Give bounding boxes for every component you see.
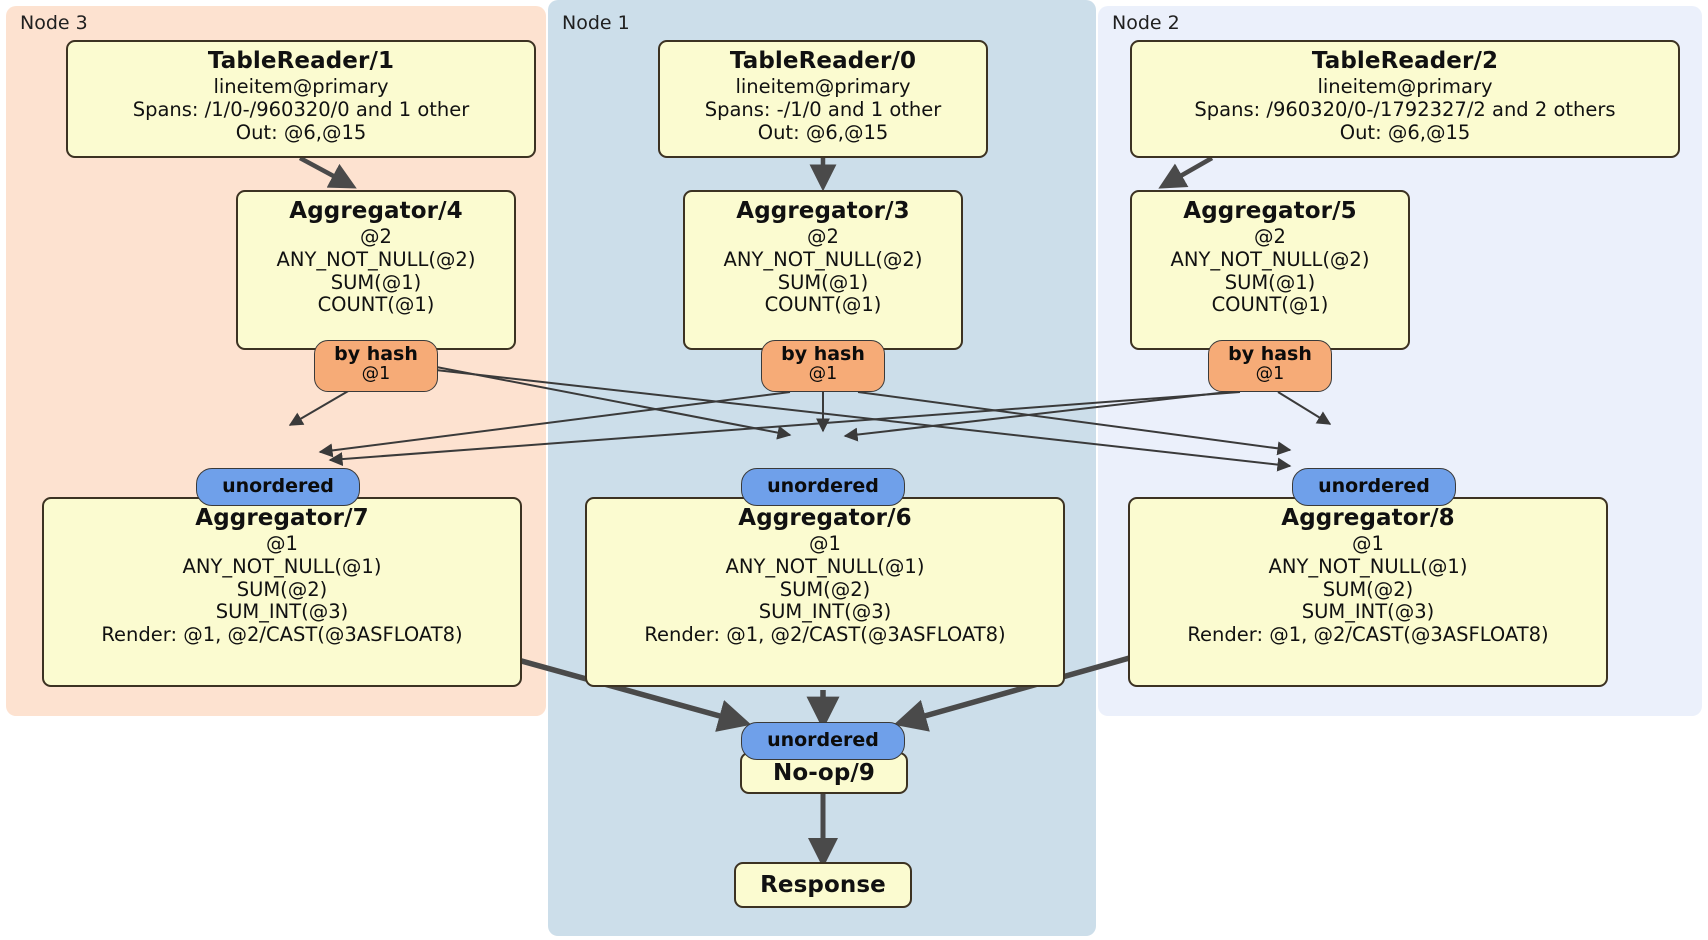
processor-detail: SUM(@1): [330, 270, 422, 294]
synchronizer-title: unordered: [767, 475, 879, 498]
synchronizer-unordered-right[interactable]: unordered: [1292, 468, 1456, 506]
processor-detail: ANY_NOT_NULL(@1): [725, 554, 925, 578]
processor-detail: Out: @6,@15: [235, 120, 367, 144]
processor-detail: ANY_NOT_NULL(@2): [723, 247, 923, 271]
processor-detail: ANY_NOT_NULL(@2): [1170, 247, 1370, 271]
processor-detail: @2: [360, 224, 392, 248]
processor-title: Aggregator/8: [1281, 505, 1455, 531]
processor-detail: @1: [1352, 531, 1384, 555]
router-title: by hash: [334, 343, 418, 365]
processor-detail: Render: @1, @2/CAST(@3ASFLOAT8): [1187, 623, 1549, 647]
processor-title: Aggregator/5: [1183, 198, 1357, 224]
router-by-hash-left[interactable]: by hash @1: [314, 340, 438, 392]
processor-detail: COUNT(@1): [764, 293, 882, 317]
processor-detail: SUM_INT(@3): [215, 600, 349, 624]
processor-tablereader-2[interactable]: TableReader/2 lineitem@primary Spans: /9…: [1130, 40, 1680, 158]
processor-detail: Spans: /960320/0-/1792327/2 and 2 others: [1194, 97, 1616, 121]
processor-aggregator-8[interactable]: Aggregator/8 @1 ANY_NOT_NULL(@1) SUM(@2)…: [1128, 497, 1608, 687]
processor-title: Aggregator/6: [738, 505, 912, 531]
synchronizer-unordered-center[interactable]: unordered: [741, 468, 905, 506]
router-title: by hash: [781, 343, 865, 365]
router-columns: @1: [1255, 363, 1285, 384]
processor-detail: ANY_NOT_NULL(@2): [276, 247, 476, 271]
processor-detail: @1: [809, 531, 841, 555]
processor-detail: lineitem@primary: [1317, 74, 1493, 98]
processor-detail: lineitem@primary: [213, 74, 389, 98]
processor-response[interactable]: Response: [734, 862, 912, 908]
processor-detail: Spans: -/1/0 and 1 other: [704, 97, 942, 121]
processor-aggregator-7[interactable]: Aggregator/7 @1 ANY_NOT_NULL(@1) SUM(@2)…: [42, 497, 522, 687]
router-columns: @1: [808, 363, 838, 384]
processor-detail: COUNT(@1): [317, 293, 435, 317]
processor-detail: SUM_INT(@3): [1301, 600, 1435, 624]
router-title: by hash: [1228, 343, 1312, 365]
processor-detail: Render: @1, @2/CAST(@3ASFLOAT8): [101, 623, 463, 647]
node-label-node2: Node 2: [1112, 12, 1180, 34]
processor-title: No-op/9: [773, 759, 875, 786]
processor-detail: ANY_NOT_NULL(@1): [182, 554, 382, 578]
node-label-node1: Node 1: [562, 12, 630, 34]
processor-title: Aggregator/7: [195, 505, 369, 531]
processor-detail: ANY_NOT_NULL(@1): [1268, 554, 1468, 578]
processor-detail: SUM(@2): [236, 577, 328, 601]
processor-title: TableReader/1: [207, 48, 395, 74]
synchronizer-unordered-final[interactable]: unordered: [741, 722, 905, 760]
processor-detail: Out: @6,@15: [757, 120, 889, 144]
processor-detail: Render: @1, @2/CAST(@3ASFLOAT8): [644, 623, 1006, 647]
processor-title: Aggregator/4: [289, 198, 463, 224]
router-by-hash-center[interactable]: by hash @1: [761, 340, 885, 392]
processor-detail: SUM(@1): [777, 270, 869, 294]
processor-title: TableReader/2: [1311, 48, 1499, 74]
processor-detail: COUNT(@1): [1211, 293, 1329, 317]
processor-detail: @2: [807, 224, 839, 248]
processor-aggregator-6[interactable]: Aggregator/6 @1 ANY_NOT_NULL(@1) SUM(@2)…: [585, 497, 1065, 687]
processor-title: Aggregator/3: [736, 198, 910, 224]
router-columns: @1: [361, 363, 391, 384]
processor-title: Response: [760, 871, 886, 898]
processor-detail: Out: @6,@15: [1339, 120, 1471, 144]
processor-detail: SUM(@2): [779, 577, 871, 601]
processor-aggregator-4[interactable]: Aggregator/4 @2 ANY_NOT_NULL(@2) SUM(@1)…: [236, 190, 516, 350]
synchronizer-unordered-left[interactable]: unordered: [196, 468, 360, 506]
processor-detail: SUM(@1): [1224, 270, 1316, 294]
synchronizer-title: unordered: [1318, 475, 1430, 498]
processor-detail: @2: [1254, 224, 1286, 248]
processor-aggregator-3[interactable]: Aggregator/3 @2 ANY_NOT_NULL(@2) SUM(@1)…: [683, 190, 963, 350]
processor-tablereader-0[interactable]: TableReader/0 lineitem@primary Spans: -/…: [658, 40, 988, 158]
processor-detail: SUM(@2): [1322, 577, 1414, 601]
router-by-hash-right[interactable]: by hash @1: [1208, 340, 1332, 392]
processor-detail: lineitem@primary: [735, 74, 911, 98]
processor-title: TableReader/0: [729, 48, 917, 74]
processor-detail: SUM_INT(@3): [758, 600, 892, 624]
processor-detail: @1: [266, 531, 298, 555]
processor-aggregator-5[interactable]: Aggregator/5 @2 ANY_NOT_NULL(@2) SUM(@1)…: [1130, 190, 1410, 350]
processor-tablereader-1[interactable]: TableReader/1 lineitem@primary Spans: /1…: [66, 40, 536, 158]
synchronizer-title: unordered: [767, 729, 879, 752]
synchronizer-title: unordered: [222, 475, 334, 498]
node-label-node3: Node 3: [20, 12, 88, 34]
processor-detail: Spans: /1/0-/960320/0 and 1 other: [132, 97, 470, 121]
